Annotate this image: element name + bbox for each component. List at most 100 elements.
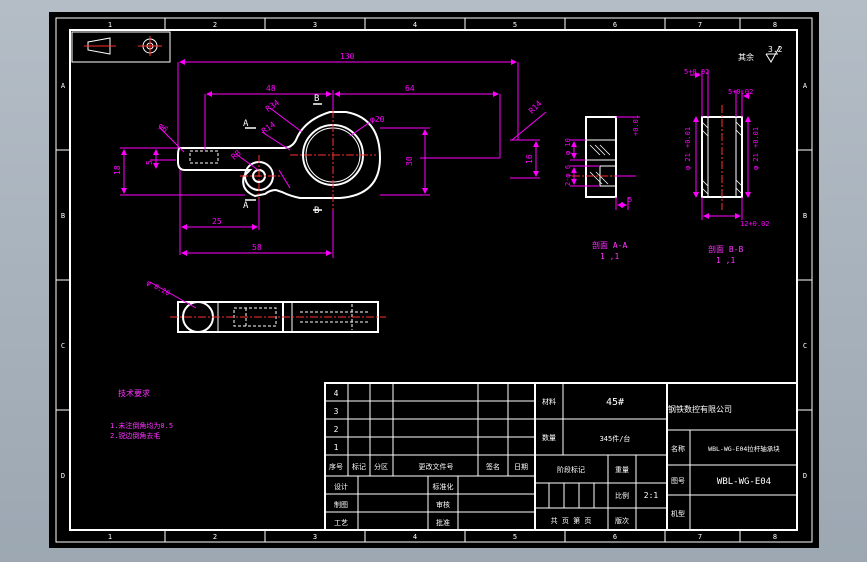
company-name: 钢铁数控有限公司 [668,404,732,414]
zone-col-4-top: 4 [413,21,417,29]
dim-r14-right: R14 [527,99,544,116]
zone-col-5-bottom: 5 [513,533,517,541]
rev-header-zone: 分区 [374,462,388,471]
dim-phi20: φ20 [370,115,385,124]
zone-col-3-top: 3 [313,21,317,29]
rev-row-3: 3 [334,407,339,416]
sign-standard: 标准化 [433,482,454,491]
dim-bb-phi21-left: φ 21 [684,153,692,170]
view-aa-title: 剖面 A-A [592,240,627,250]
section-aa-slot [585,139,617,161]
zone-col-8-top: 8 [773,21,777,29]
zone-col-8-bottom: 8 [773,533,777,541]
dim-bottom-phi: φ 0.20 [145,279,171,298]
dim-aa-5: 5 [628,196,632,204]
drawing-sheet [49,12,819,548]
material-value: 45# [606,397,624,408]
sign-design: 设计 [334,482,348,491]
drawing-label: 图号 [671,477,685,485]
dim-bb-tol-right: +0.01 [752,127,760,148]
zone-col-1-bottom: 1 [108,533,112,541]
zone-col-6-bottom: 6 [613,533,617,541]
zone-col-6-top: 6 [613,21,617,29]
dim-58: 58 [252,243,262,252]
material-label: 材料 [542,397,556,406]
scale-label: 比例 [615,491,629,500]
dim-bb-phi21-right: φ 21 [752,153,760,170]
main-view: A A B B [113,52,547,258]
dim-5: 5 [145,160,154,165]
dim-r34: R34 [264,98,281,114]
dim-aa-phi6: 2-φ 6 [564,165,572,186]
dim-bb-5-left: 5+0.02 [684,68,709,76]
section-b-top: B [314,94,319,104]
section-a-top: A [243,119,249,129]
section-b-bottom: B [314,206,319,216]
dim-phi6: φ6 [157,121,170,134]
scale-value: 2:1 [644,491,659,500]
dim-16: 16 [525,154,534,164]
dim-64: 64 [405,84,415,93]
hidden-slot [189,150,219,164]
roughness-symbol: 其余 3.2 [738,45,783,63]
rev-row-2: 2 [334,425,339,434]
section-aa-outline [585,116,617,198]
zone-col-2-bottom: 2 [213,533,217,541]
dim-bb-tol-left: +0.01 [684,127,692,148]
roughness-label: 其余 [738,52,754,62]
dim-aa-phi10: φ 10 [564,138,572,155]
zone-row-a-left: A [61,82,66,90]
view-bb-scale: 1 ,1 [716,256,735,265]
projection-symbol [71,31,171,63]
zone-col-2-top: 2 [213,21,217,29]
rev-header-mark: 标记 [352,462,366,471]
notes-line-2: 2.锐边倒角去毛 [110,431,160,440]
notes-title: 技术要求 [118,388,150,398]
roughness-value: 3.2 [768,45,783,54]
tool-label: 机型 [671,509,685,518]
dim-aa-tol: +0.01 [632,115,640,136]
rev-header-seq: 序号 [329,462,343,471]
section-a-bottom: A [243,201,249,211]
zone-row-d-right: D [803,472,807,480]
technical-notes: 技术要求 1.未注倒角均为0.5 2.锐边倒角去毛 [110,388,173,440]
sign-review: 审核 [436,500,450,509]
quantity-value: 345件/台 [600,434,631,443]
rev-row-1: 1 [334,443,339,452]
stage-label: 阶段标记 [557,465,585,474]
sign-approve: 批准 [436,518,450,527]
view-aa-scale: 1 ,1 [600,252,619,261]
dim-bb-12: 12+0.02 [740,220,770,228]
name-value: WBL-WG-E04拉杆轴承块 [708,444,780,453]
rev-header-docno: 更改文件号 [419,462,454,471]
zone-row-b-right: B [803,212,807,220]
zone-row-d-left: D [61,472,65,480]
dim-48: 48 [266,84,276,93]
quantity-label: 数量 [542,433,556,442]
zone-ticks [56,18,812,542]
zone-col-7-bottom: 7 [698,533,702,541]
rev-row-4: 4 [334,389,339,398]
weight-label: 重量 [615,466,629,474]
zone-col-4-bottom: 4 [413,533,417,541]
version-label: 版次 [615,516,629,525]
dim-18: 18 [113,165,122,175]
lever-outline [177,111,382,199]
notes-line-1: 1.未注倒角均为0.5 [110,421,173,430]
zone-col-5-top: 5 [513,21,517,29]
zone-row-c-left: C [61,342,65,350]
sign-process: 工艺 [334,519,348,527]
dim-25: 25 [212,217,222,226]
rev-header-date: 日期 [514,463,528,471]
bottom-view: φ 0.20 [145,279,386,333]
zone-col-7-top: 7 [698,21,702,29]
zone-row-a-right: A [803,82,808,90]
dim-130: 130 [340,52,355,61]
dim-r14: R14 [260,120,277,136]
zone-row-c-right: C [803,342,807,350]
zone-row-b-left: B [61,212,65,220]
sheet-label: 共 页 第 页 [551,516,592,525]
rev-header-sign: 签名 [486,462,500,471]
name-label: 名称 [671,444,685,453]
